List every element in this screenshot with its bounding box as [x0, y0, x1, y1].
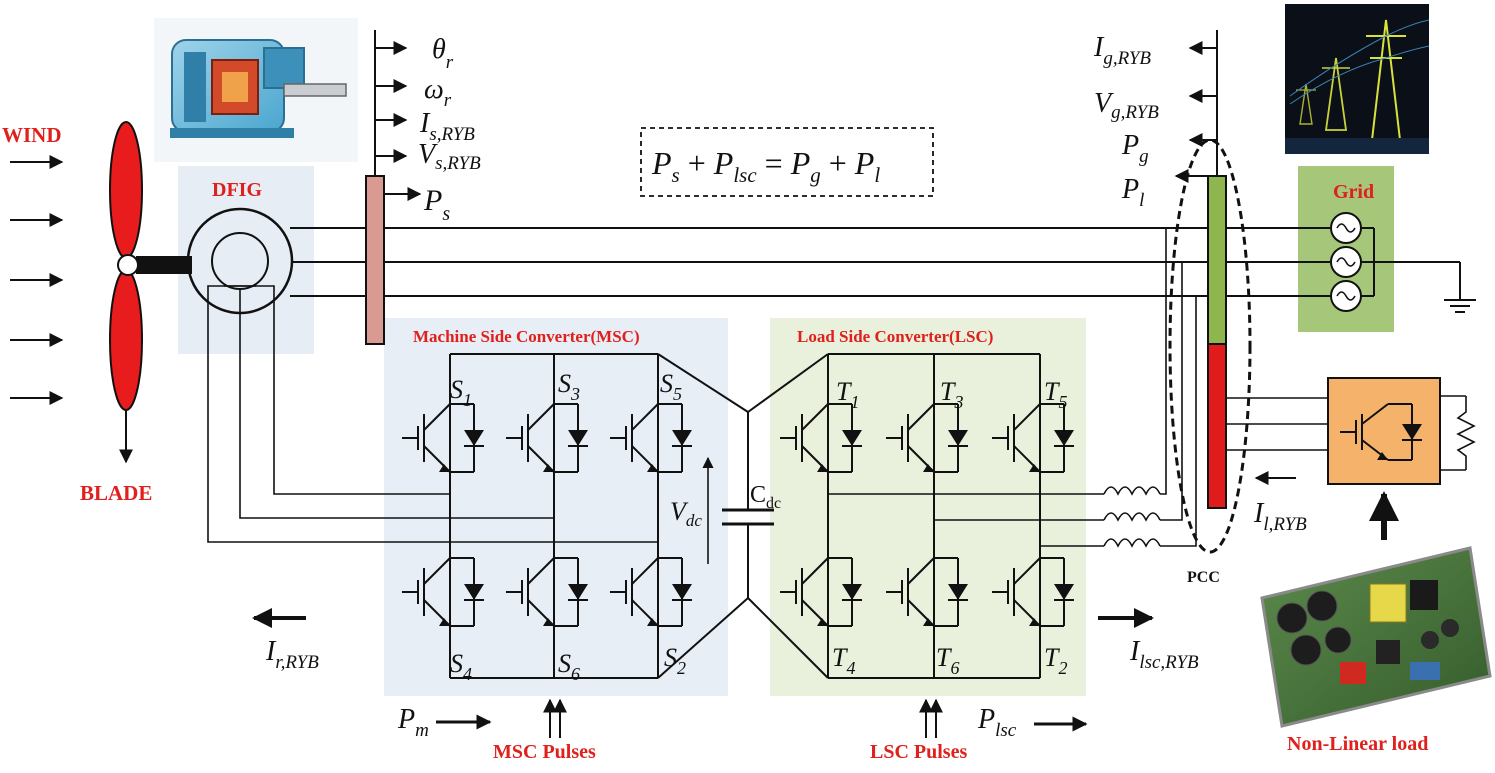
lsc-switches	[780, 403, 1074, 627]
switch-label-t4: T4	[832, 643, 855, 678]
pcc-bus-red	[1207, 343, 1227, 509]
ig-ryb-label: Ig,RYB	[1093, 32, 1151, 69]
switch-label-s6: S6	[558, 649, 580, 684]
wind-label: WIND	[2, 123, 62, 147]
lsc-title: Load Side Converter(LSC)	[797, 327, 993, 346]
power-balance-equation: Ps + Plsc = Pg + Pl	[651, 145, 880, 187]
igbt-t2	[992, 557, 1074, 627]
igbt-t6	[886, 557, 968, 627]
igbt-t4	[780, 557, 862, 627]
power-balance-box	[640, 127, 934, 197]
switch-label-s1: S1	[450, 375, 472, 410]
transmission-tower-photo	[1285, 4, 1430, 154]
igbt-t5	[992, 403, 1074, 473]
msc-switches	[402, 403, 692, 627]
dc-link	[657, 353, 829, 679]
igbt-t1	[780, 403, 862, 473]
ilsc-ryb-label: Ilsc,RYB	[1129, 636, 1199, 673]
lsc-pulse-arrows	[919, 698, 943, 738]
ground-icon	[1444, 299, 1476, 313]
switch-label-s2: S2	[664, 643, 686, 678]
switch-label-s3: S3	[558, 369, 580, 404]
igbt-s4	[402, 557, 484, 627]
msc-bridge	[449, 353, 659, 679]
wind-turbine-blade	[109, 121, 192, 464]
power-supply-board-photo	[1260, 546, 1492, 728]
pcc-label: PCC	[1187, 569, 1220, 586]
blade-label: BLADE	[80, 481, 152, 505]
switch-label-s5: S5	[660, 369, 682, 404]
ir-ryb-label: Ir,RYB	[265, 636, 319, 673]
msc-title: Machine Side Converter(MSC)	[413, 327, 640, 346]
igbt-s3	[506, 403, 588, 473]
stator-bus	[365, 175, 385, 345]
msc-pulses-label: MSC Pulses	[493, 741, 596, 763]
switch-label-t6: T6	[936, 643, 959, 678]
cdc-label: Cdc	[750, 482, 781, 512]
load-igbt-symbol	[1340, 403, 1422, 461]
igbt-s1	[402, 403, 484, 473]
is-ryb-label: Is,RYB	[419, 108, 475, 145]
msc-panel	[384, 318, 728, 696]
wind-arrows	[10, 155, 64, 405]
pcc-bus-green	[1207, 175, 1227, 345]
msc-pulse-arrows	[543, 698, 567, 738]
lsc-panel	[770, 318, 1086, 696]
vg-ryb-label: Vg,RYB	[1094, 88, 1159, 123]
lsc-bridge	[827, 353, 1041, 679]
igbt-s6	[506, 557, 588, 627]
vdc-label: Vdc	[670, 497, 702, 530]
grid-label: Grid	[1333, 181, 1374, 203]
nonlinear-load-label: Non-Linear load	[1287, 733, 1428, 755]
igbt-t3	[886, 403, 968, 473]
igbt-load	[1340, 403, 1422, 461]
switch-label-s4: S4	[450, 649, 472, 684]
switch-label-t2: T2	[1044, 643, 1067, 678]
dfig-motor-photo	[154, 18, 358, 162]
stator-measurement-taps	[374, 30, 422, 201]
pm-label: Pm	[397, 704, 429, 741]
igbt-s5	[610, 403, 692, 473]
dfig-label: DFIG	[212, 179, 262, 201]
plsc-label: Plsc	[977, 704, 1017, 741]
pcc-measurement-taps	[1174, 30, 1218, 183]
switch-label-t1: T1	[836, 377, 859, 412]
pcc-ellipse	[1168, 138, 1252, 554]
omega-r-label: ωr	[424, 74, 452, 111]
grid-sources	[1226, 212, 1461, 312]
ps-label: Ps	[423, 184, 450, 225]
lsc-output-wires	[828, 228, 1197, 548]
igbt-s2	[610, 557, 692, 627]
vs-ryb-label: Vs,RYB	[418, 139, 481, 174]
pl-label: Pl	[1121, 174, 1144, 211]
switch-label-t5: T5	[1044, 377, 1067, 412]
theta-r-label: θr	[432, 34, 454, 73]
switch-label-t3: T3	[940, 377, 963, 412]
il-ryb-label: Il,RYB	[1253, 498, 1307, 535]
lsc-pulses-label: LSC Pulses	[870, 741, 967, 763]
pg-label: Pg	[1121, 130, 1149, 167]
stator-lines	[290, 227, 1208, 297]
